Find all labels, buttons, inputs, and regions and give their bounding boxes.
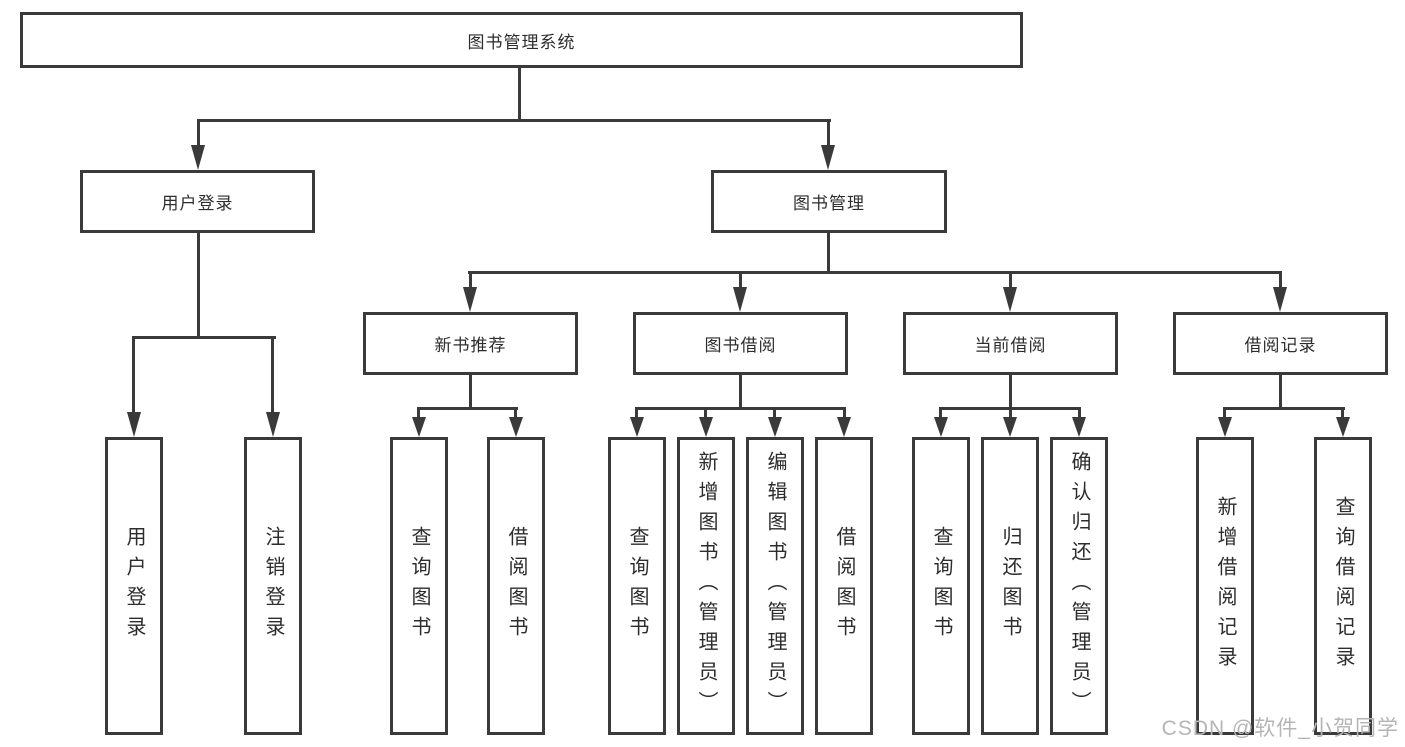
arrowhead-down-icon (1072, 417, 1086, 437)
node-label: 注销登录 (262, 526, 284, 646)
connector-stem (1009, 407, 1012, 421)
node-label: 新增图书（管理员） (695, 451, 717, 721)
connector-horizontal (635, 407, 846, 410)
node-label: 图书管理 (793, 194, 865, 213)
connector-book-mgmt-horizontal (468, 271, 1282, 274)
connector-stem (939, 407, 942, 421)
arrowhead-down-icon (266, 412, 280, 437)
leaf-add-book-admin: 新增图书（管理员） (677, 437, 735, 735)
connector-stem (773, 407, 776, 421)
arrowhead-down-icon (1273, 287, 1287, 312)
connector-stem (197, 119, 200, 147)
arrowhead-down-icon (127, 412, 141, 437)
connector-stem (843, 407, 846, 421)
leaf-edit-book-admin: 编辑图书（管理员） (746, 437, 804, 735)
leaf-return-book: 归还图书 (981, 437, 1039, 735)
arrowhead-down-icon (412, 417, 426, 437)
leaf-borrow-book-1: 借阅图书 (487, 437, 545, 735)
arrowhead-down-icon (630, 417, 644, 437)
arrowhead-down-icon (768, 417, 782, 437)
arrowhead-down-icon (1218, 417, 1232, 437)
node-label: 图书管理系统 (467, 32, 576, 52)
connector-stem (469, 271, 472, 289)
connector-horizontal (417, 407, 518, 410)
node-new-book-recommend: 新书推荐 (363, 312, 578, 375)
node-label: 新增借阅记录 (1214, 496, 1236, 676)
connector-horizontal (1223, 407, 1345, 410)
node-root-library-system: 图书管理系统 (20, 12, 1023, 68)
node-book-borrow: 图书借阅 (633, 312, 848, 375)
arrowhead-down-icon (1003, 287, 1017, 312)
node-label: 图书借阅 (704, 336, 777, 355)
connector-vertical (1279, 375, 1282, 409)
node-label: 借阅图书 (833, 526, 855, 646)
connector-stem (271, 336, 274, 416)
arrowhead-down-icon (699, 417, 713, 437)
leaf-user-login: 用户登录 (105, 437, 163, 735)
arrowhead-down-icon (733, 287, 747, 312)
node-label: 查询图书 (408, 526, 430, 646)
connector-user-login-horizontal (132, 336, 276, 339)
connector-stem (514, 407, 517, 421)
leaf-confirm-return-admin: 确认归还（管理员） (1050, 437, 1108, 735)
connector-stem (739, 271, 742, 289)
node-user-login: 用户登录 (80, 170, 315, 233)
connector-stem (417, 407, 420, 421)
node-label: 查询图书 (930, 526, 952, 646)
connector-vertical (1009, 375, 1012, 409)
arrowhead-down-icon (509, 417, 523, 437)
connector-stem (635, 407, 638, 421)
arrowhead-down-icon (837, 417, 851, 437)
arrowhead-down-icon (1336, 417, 1350, 437)
node-label: 当前借阅 (974, 336, 1047, 355)
node-label: 借阅记录 (1244, 336, 1317, 355)
node-label: 用户登录 (161, 194, 234, 213)
node-book-management: 图书管理 (711, 170, 947, 233)
node-label: 借阅图书 (505, 526, 527, 646)
leaf-add-borrow-record: 新增借阅记录 (1196, 437, 1254, 735)
connector-vertical (469, 375, 472, 409)
connector-book-mgmt-vertical (827, 233, 830, 273)
node-borrow-record: 借阅记录 (1173, 312, 1388, 375)
arrowhead-down-icon (191, 145, 205, 170)
arrowhead-down-icon (1003, 417, 1017, 437)
node-current-borrow: 当前借阅 (903, 312, 1118, 375)
connector-root-vertical (518, 68, 521, 121)
leaf-query-book-3: 查询图书 (912, 437, 970, 735)
connector-stem (1341, 407, 1344, 421)
connector-stem (827, 119, 830, 147)
leaf-logout: 注销登录 (244, 437, 302, 735)
leaf-query-book-2: 查询图书 (608, 437, 666, 735)
arrowhead-down-icon (934, 417, 948, 437)
connector-stem (132, 336, 135, 416)
leaf-borrow-book-2: 借阅图书 (815, 437, 873, 735)
arrowhead-down-icon (821, 145, 835, 170)
leaf-query-borrow-record: 查询借阅记录 (1314, 437, 1372, 735)
csdn-watermark: CSDN @软件_小贺同学 (1161, 717, 1399, 740)
node-label: 编辑图书（管理员） (764, 451, 786, 721)
connector-vertical (739, 375, 742, 409)
connector-root-horizontal (197, 119, 831, 122)
connector-stem (1009, 271, 1012, 289)
leaf-query-book-1: 查询图书 (390, 437, 448, 735)
node-label: 用户登录 (123, 526, 145, 646)
node-label: 新书推荐 (434, 336, 507, 355)
connector-user-login-vertical (197, 233, 200, 339)
connector-stem (704, 407, 707, 421)
node-label: 查询图书 (626, 526, 648, 646)
node-label: 确认归还（管理员） (1068, 451, 1090, 721)
connector-stem (1223, 407, 1226, 421)
connector-stem (1078, 407, 1081, 421)
node-label: 归还图书 (999, 526, 1021, 646)
connector-stem (1279, 271, 1282, 289)
arrowhead-down-icon (463, 287, 477, 312)
node-label: 查询借阅记录 (1332, 496, 1354, 676)
